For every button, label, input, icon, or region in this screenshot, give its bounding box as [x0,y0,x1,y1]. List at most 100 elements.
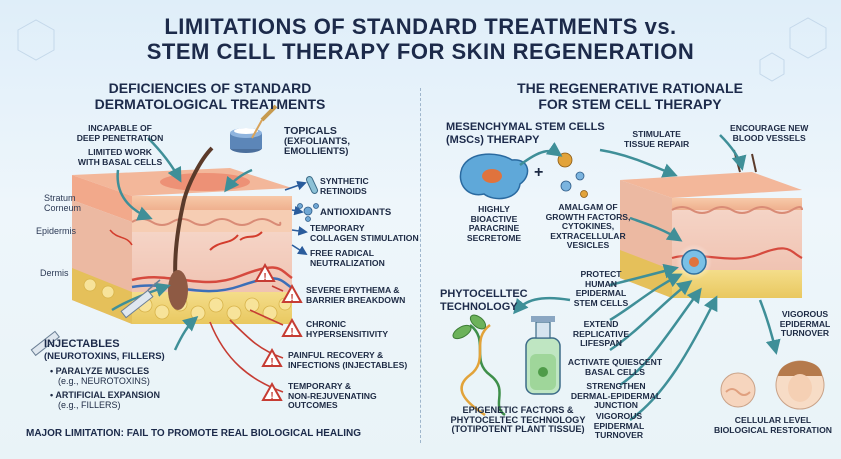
encourage-line: BLOOD VESSELS [732,132,806,143]
topicals-line: (EXFOLIANTS, [284,135,350,147]
temporary-collagen: TEMPORARY COLLAGEN STIMULATION [310,223,419,243]
benefit-line: REPLICATIVE [572,328,630,339]
cream-jar-icon [230,104,278,153]
desc-line: BIOACTIVE [470,213,518,224]
right-heading-line-2: FOR STEM CELL THERAPY [538,96,722,112]
desc-line: PARACRINE [468,223,520,234]
item-line: SYNTHETIC [320,176,369,186]
title-line-2: STEM CELL THERAPY FOR SKIN REGENERATION [146,39,695,64]
benefit-line: PROTECT [580,269,622,279]
epigenetic-line: EPIGENETIC FACTORS & [462,405,574,415]
benefit-line: DERMAL-EPIDERMAL [570,390,662,401]
cellular-line: BIOLOGICAL RESTORATION [714,424,832,435]
plus-sign: + [534,164,544,181]
item-line: NEUTRALIZATION [310,257,385,268]
svg-text:!: ! [263,272,266,283]
bullet-sub: (e.g., NEUROTOXINS) [58,376,150,386]
left-heading-line-2: DERMATOLOGICAL TREATMENTS [94,96,326,112]
msc-heading: MESENCHYMAL STEM CELLS (MSCs) THERAPY [446,121,605,146]
encourage-label: ENCOURAGE NEW BLOOD VESSELS [730,123,809,143]
note-basal: LIMITED WORK WITH BASAL CELLS [72,147,168,167]
phyto-line: TECHNOLOGY [440,300,518,313]
injectables-label: INJECTABLES (NEUROTOXINS, FILLERS) [44,338,165,363]
epigenetic-label: EPIGENETIC FACTORS & PHYTOCELTEC TECHNOL… [448,405,588,435]
bullet-expansion: • ARTIFICIAL EXPANSION [50,390,161,400]
benefit-line: ACTIVATE QUIESCENT [567,357,663,367]
left-heading: DEFICIENCIES OF STANDARD DERMATOLOGICAL … [40,80,380,112]
desc-line: SECRETOME [466,232,522,243]
warning-line: NON-REJUVENATING [288,390,377,401]
arrow-injectables-2 [173,316,199,351]
svg-text:!: ! [270,357,273,368]
benefit-line: EXTEND [583,319,619,329]
item-line: RETINOIDS [320,185,367,196]
layer-dermis: Dermis [40,268,69,278]
warning-recovery: PAINFUL RECOVERY & INFECTIONS (INJECTABL… [288,350,408,370]
bioreactor-icon [525,316,561,395]
skin-patch-icon [720,372,756,408]
svg-text:!: ! [270,391,273,402]
topicals-label: TOPICALS (EXFOLIANTS, EMOLLIENTS) [284,126,350,158]
benefit-activate: ACTIVATE QUIESCENT BASAL CELLS [560,357,670,377]
bullet-paralyze: • PARALYZE MUSCLES [50,366,150,376]
skin-cross-section-left [72,146,293,324]
benefit-line: HUMAN [585,278,617,289]
bullet-text: PARALYZE MUSCLES [55,366,150,376]
face-icon [775,360,825,410]
right-heading-line-1: THE REGENERATIVE RATIONALE [517,80,743,96]
encourage-line: ENCOURAGE NEW [730,123,809,133]
amalgam-line: CYTOKINES, [561,221,615,232]
major-limitation: MAJOR LIMITATION: FAIL TO PROMOTE REAL B… [26,428,361,439]
svg-text:!: ! [290,327,293,338]
amalgam-line: EXTRACELLULAR [550,230,626,241]
note-line: WITH BASAL CELLS [77,156,163,167]
center-divider [420,88,422,443]
benefit-line: BASAL CELLS [584,366,645,377]
benefit-protect: PROTECT HUMAN EPIDERMAL STEM CELLS [566,269,636,308]
vigorous-line: VIGOROUS [781,309,829,319]
arrow-injectables [111,282,171,312]
arrow-penetration [147,137,182,183]
injectables-bullets: • PARALYZE MUSCLES (e.g., NEUROTOXINS) •… [50,366,160,410]
benefit-extend: EXTEND REPLICATIVE LIFESPAN [566,319,636,349]
warning-line: CHRONIC [306,319,347,329]
mesenchymal-stem-cell-icon [459,153,529,200]
antioxidants: ANTIOXIDANTS [320,207,392,218]
stimulate-label: STIMULATE TISSUE REPAIR [624,129,689,149]
cellular-line: CELLULAR LEVEL [734,415,812,425]
item-line: FREE RADICAL [310,248,374,258]
topicals-line: EMOLLIENTS) [284,146,349,157]
topicals-title: TOPICALS [284,125,337,137]
layer-stratum-corneum: Stratum Corneum [44,193,81,213]
benefit-vigorous: VIGOROUS EPIDERMAL TURNOVER [584,411,654,441]
stimulate-line: STIMULATE [632,129,681,139]
note-line: DEEP PENETRATION [76,132,164,143]
page-title: LIMITATIONS OF STANDARD TREATMENTS vs. S… [0,14,841,64]
msc-description: HIGHLY BIOACTIVE PARACRINE SECRETOME [462,204,526,243]
vigorous-line: TURNOVER [780,328,830,339]
vigorous-line: EPIDERMAL [779,318,831,329]
free-radical: FREE RADICAL NEUTRALIZATION [310,248,385,268]
warning-line: PAINFUL RECOVERY & [288,350,384,360]
test-tube-icon [305,176,319,194]
desc-line: HIGHLY [478,204,510,214]
arrow-basal [116,169,153,221]
layer-epidermis: Epidermis [36,226,77,236]
warning-line: TEMPORARY & [288,381,352,391]
benefit-line: EPIDERMAL [593,420,645,431]
phyto-line: PHYTOCELLTEC [440,288,528,300]
benefit-line: VIGOROUS [595,411,643,421]
amalgam-line: VESICLES [566,240,610,251]
benefit-line: EPIDERMAL [575,288,627,299]
warning-line: HYPERSENSITIVITY [306,328,389,339]
epigenetic-line: PHYTOCELTEC TECHNOLOGY [450,414,586,425]
note-line: LIMITED WORK [88,147,152,157]
warning-erythema: SEVERE ERYTHEMA & BARRIER BREAKDOWN [306,285,405,305]
benefit-line: STEM CELLS [573,297,629,308]
phytocelltec-heading: PHYTOCELLTEC TECHNOLOGY [440,288,528,313]
benefit-line: LIFESPAN [580,338,622,349]
warning-line: INFECTIONS (INJECTABLES) [288,359,408,370]
vigorous-turnover-right: VIGOROUS EPIDERMAL TURNOVER [770,309,840,339]
